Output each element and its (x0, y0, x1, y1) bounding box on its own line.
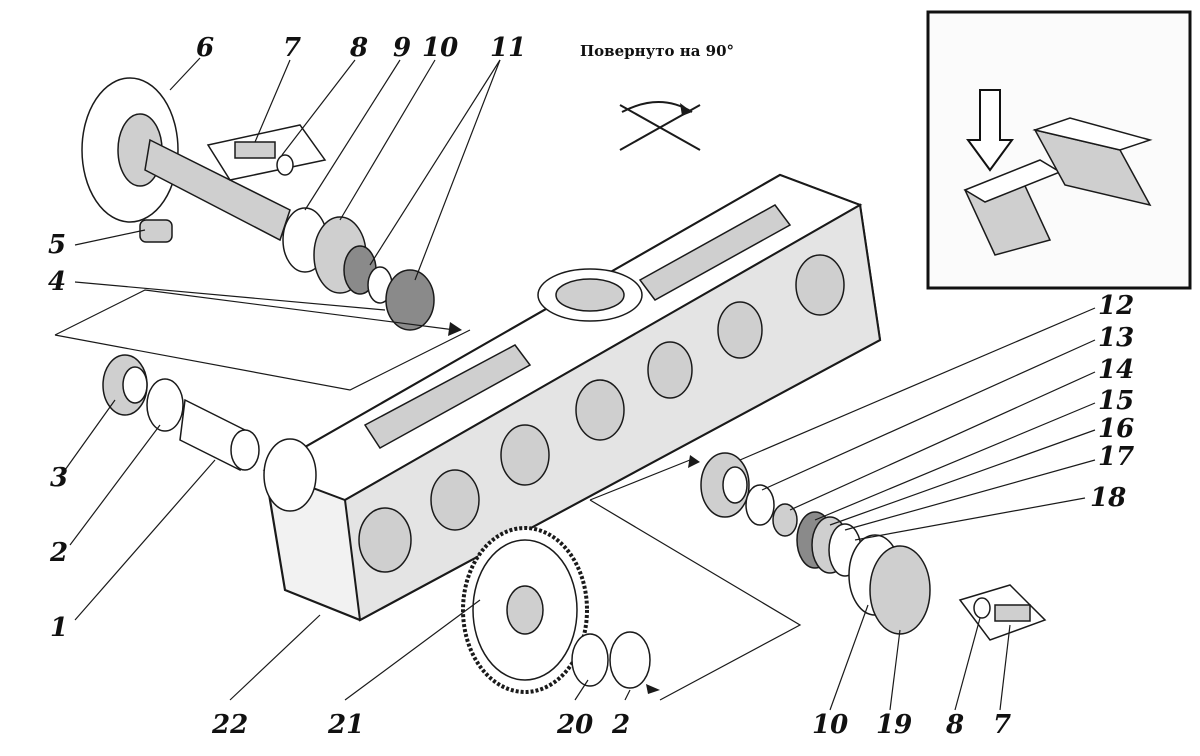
callout-22: 22 (211, 710, 248, 740)
inset-arrow (966, 89, 1014, 172)
callout-9: 9 (393, 33, 411, 63)
rotation-note: Повернуто на 90° (580, 42, 734, 60)
callout-19: 19 (876, 710, 912, 740)
housing-bores (358, 254, 845, 573)
callout-18: 18 (1090, 483, 1126, 513)
bolt-washer-bottom (958, 584, 1047, 641)
inset-housing-b (1032, 117, 1153, 207)
callout-20: 20 (556, 710, 593, 740)
callout-labels: 6 7 8 9 10 11 5 4 3 2 1 22 21 20 2 10 19… (48, 33, 1134, 740)
seal-stack-15-18 (796, 511, 862, 577)
rings-20-2-bottom (571, 631, 651, 689)
callout-2-left: 2 (49, 538, 68, 568)
callout-8-top: 8 (349, 33, 368, 63)
callout-4: 4 (48, 267, 66, 297)
callout-21: 21 (327, 710, 364, 740)
callout-3: 3 (50, 463, 68, 493)
gasket-10-cover-19 (848, 534, 931, 635)
callout-5: 5 (48, 230, 66, 260)
bracket-left (54, 289, 471, 391)
bracket-right (589, 455, 802, 701)
sleeve-1 (179, 398, 260, 472)
callout-13: 13 (1098, 323, 1134, 353)
callout-7-bottom: 7 (993, 710, 1011, 740)
callout-11: 11 (490, 33, 526, 63)
callout-10-bottom: 10 (812, 710, 848, 740)
rotation-symbol (619, 101, 701, 151)
callout-10-top: 10 (422, 33, 458, 63)
callout-17: 17 (1098, 442, 1134, 472)
callout-12: 12 (1098, 291, 1134, 321)
callout-14: 14 (1098, 355, 1134, 385)
inset-view (926, 10, 1192, 290)
bearing-3 (102, 354, 148, 416)
plug-5 (139, 219, 173, 243)
flange-shaft-6 (81, 77, 291, 242)
gear-21 (461, 526, 589, 694)
leader-lines (64, 57, 1096, 711)
callout-15: 15 (1098, 386, 1134, 416)
callout-7-top: 7 (283, 33, 301, 63)
bearing-12 (700, 452, 750, 518)
callout-1: 1 (50, 613, 68, 643)
inset-housing-a (963, 159, 1062, 256)
callout-6: 6 (196, 33, 214, 63)
washer-13-nut-14 (745, 484, 798, 537)
callout-16: 16 (1098, 414, 1134, 444)
callout-8-bottom: 8 (945, 710, 964, 740)
callout-2-bottom: 2 (611, 710, 630, 740)
snap-ring-2-left (146, 378, 184, 432)
seals-9-10-11 (282, 207, 435, 331)
bolt-washer-top (206, 124, 327, 181)
